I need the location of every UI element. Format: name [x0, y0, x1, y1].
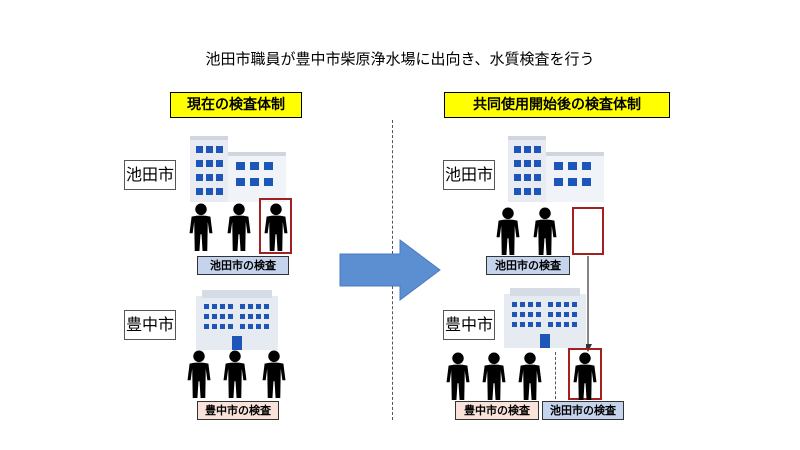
- office-building-icon: [190, 132, 286, 202]
- highlight-box: [568, 348, 602, 400]
- left-toyonaka-label: 豊中市の検査: [197, 401, 279, 420]
- person-icon: [226, 203, 252, 251]
- right-toyonaka-city-box: 豊中市: [443, 310, 495, 340]
- person-icon: [222, 350, 248, 398]
- person-icon: [572, 352, 598, 400]
- left-header: 現在の検査体制: [170, 92, 302, 118]
- right-toyonaka-label: 豊中市の検査: [455, 401, 539, 420]
- right-ikeda-city-box: 池田市: [443, 160, 495, 190]
- person-icon: [445, 352, 471, 400]
- right-arrow-icon: [339, 239, 441, 301]
- person-icon: [263, 203, 289, 251]
- right-ikeda-transfer-label: 池田市の検査: [542, 401, 624, 420]
- right-header: 共同使用開始後の検査体制: [444, 92, 670, 118]
- empty-highlight-box: [572, 207, 604, 255]
- left-ikeda-city-box: 池田市: [124, 160, 176, 190]
- diagram-caption: 池田市職員が豊中市柴原浄水場に出向き、水質検査を行う: [205, 50, 595, 68]
- right-ikeda-label: 池田市の検査: [486, 256, 570, 275]
- person-icon: [188, 203, 214, 251]
- person-icon: [186, 350, 212, 398]
- person-icon: [261, 350, 287, 398]
- person-icon: [532, 207, 558, 255]
- office-building-icon: [504, 288, 586, 348]
- left-toyonaka-city-box: 豊中市: [124, 310, 176, 340]
- left-ikeda-label: 池田市の検査: [197, 256, 289, 275]
- highlight-box: [259, 198, 292, 254]
- group-divider: [555, 352, 556, 404]
- person-icon: [481, 352, 507, 400]
- person-icon: [495, 207, 521, 255]
- office-building-icon: [508, 132, 604, 202]
- office-building-icon: [196, 290, 278, 350]
- person-icon: [517, 352, 543, 400]
